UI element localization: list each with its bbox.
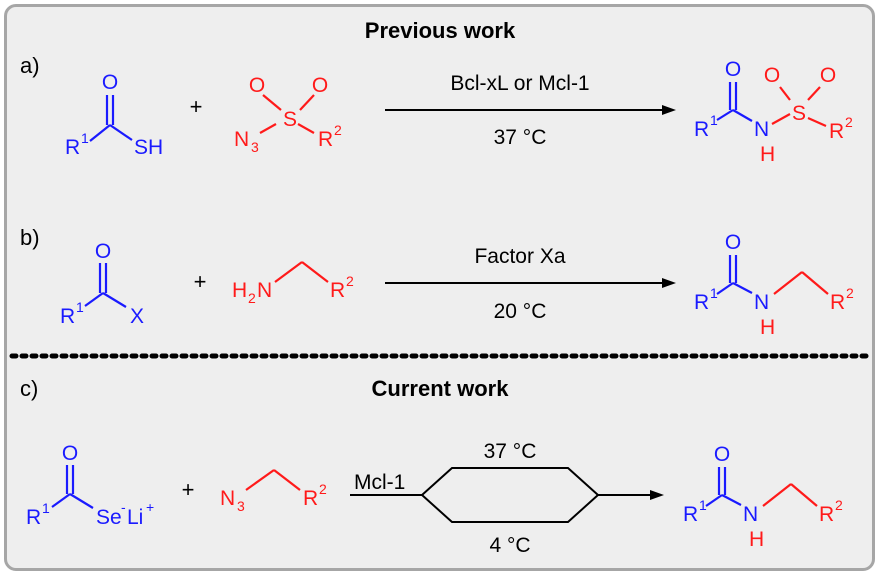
atom-r-index: 2 bbox=[334, 122, 342, 138]
atom-o: O bbox=[714, 443, 730, 466]
atom-r-index: 1 bbox=[76, 299, 84, 315]
atom-o: O bbox=[312, 74, 328, 97]
atom-r: R bbox=[683, 503, 698, 526]
reaction-arrow-b bbox=[385, 278, 676, 288]
condition-c-top: 37 °C bbox=[484, 440, 537, 463]
atom-r: R bbox=[330, 279, 345, 302]
atom-o: O bbox=[95, 240, 111, 263]
atom-x: X bbox=[130, 305, 144, 328]
atom-o: O bbox=[820, 64, 836, 87]
charge-minus: - bbox=[121, 499, 126, 515]
atom-r-index: 1 bbox=[699, 497, 707, 513]
acyl-donor-structure: O R 1 X bbox=[60, 240, 144, 328]
atom-r: R bbox=[65, 136, 80, 159]
atom-r: R bbox=[694, 118, 709, 141]
atom-r: R bbox=[830, 291, 845, 314]
temperature-split-arrow bbox=[350, 467, 664, 523]
atom-s: S bbox=[792, 102, 806, 125]
plus-sign-a: + bbox=[190, 94, 203, 119]
atom-r: R bbox=[819, 503, 834, 526]
atom-h: H bbox=[760, 143, 775, 166]
atom-n: N bbox=[257, 279, 272, 302]
amine-structure: H 2 N R 2 bbox=[232, 261, 354, 306]
atom-h: H bbox=[760, 316, 775, 339]
atom-n: N bbox=[220, 487, 235, 510]
acyl-sulfonamide-product: O R 1 N H S O O R 2 bbox=[694, 58, 853, 166]
amide-product-c: O R 1 N H R 2 bbox=[683, 443, 843, 551]
atom-h: H bbox=[232, 279, 247, 302]
plus-sign-b: + bbox=[194, 269, 207, 294]
atom-r-index: 2 bbox=[846, 285, 854, 301]
atom-r: R bbox=[318, 128, 333, 151]
charge-plus: + bbox=[146, 499, 154, 515]
atom-r-index: 2 bbox=[346, 273, 354, 289]
atom-n: N bbox=[754, 118, 769, 141]
atom-h: H bbox=[749, 528, 764, 551]
atom-n: N bbox=[743, 503, 758, 526]
atom-o: O bbox=[725, 231, 741, 254]
atom-n-index: 3 bbox=[237, 498, 245, 514]
atom-r-index: 2 bbox=[319, 481, 327, 497]
atom-r: R bbox=[694, 291, 709, 314]
condition-b: 20 °C bbox=[494, 300, 547, 323]
atom-sh: SH bbox=[134, 136, 163, 159]
atom-r-index: 1 bbox=[710, 112, 718, 128]
atom-o: O bbox=[62, 442, 78, 465]
atom-r-index: 2 bbox=[835, 497, 843, 513]
atom-r: R bbox=[303, 487, 318, 510]
condition-c-bottom: 4 °C bbox=[489, 534, 530, 557]
atom-o: O bbox=[249, 74, 265, 97]
atom-se: Se bbox=[96, 506, 122, 529]
atom-n-index: 3 bbox=[251, 139, 259, 155]
atom-r-index: 1 bbox=[42, 500, 50, 516]
atom-r: R bbox=[829, 120, 844, 143]
thioacid-structure: O R 1 SH bbox=[65, 71, 163, 159]
previous-work-title: Previous work bbox=[365, 18, 516, 43]
selenocarboxylate-structure: O R 1 Se - Li + bbox=[26, 442, 154, 529]
atom-o: O bbox=[102, 71, 118, 94]
atom-r: R bbox=[26, 506, 41, 529]
atom-o: O bbox=[764, 64, 780, 87]
atom-li: Li bbox=[127, 506, 143, 529]
atom-r-index: 1 bbox=[710, 285, 718, 301]
amide-product-b: O R 1 N H R 2 bbox=[694, 231, 854, 339]
atom-s: S bbox=[283, 108, 297, 131]
row-c-label: c) bbox=[20, 376, 38, 401]
atom-r-index: 2 bbox=[845, 114, 853, 130]
condition-a: 37 °C bbox=[494, 126, 547, 149]
reagent-a: Bcl-xL or Mcl-1 bbox=[450, 72, 589, 95]
row-a-label: a) bbox=[20, 53, 40, 78]
atom-h-index: 2 bbox=[248, 290, 256, 306]
current-work-title: Current work bbox=[372, 376, 510, 401]
atom-n: N bbox=[754, 291, 769, 314]
atom-n: N bbox=[234, 128, 249, 151]
atom-r: R bbox=[60, 305, 75, 328]
reagent-c: Mcl-1 bbox=[354, 471, 405, 494]
reaction-arrow-a bbox=[385, 105, 676, 115]
reagent-b: Factor Xa bbox=[474, 245, 565, 268]
row-b-label: b) bbox=[20, 225, 40, 250]
sulfonyl-azide-structure: O O S N 3 R 2 bbox=[234, 74, 342, 155]
alkyl-azide-structure: N 3 R 2 bbox=[220, 469, 327, 514]
atom-r-index: 1 bbox=[81, 130, 89, 146]
atom-o: O bbox=[725, 58, 741, 81]
plus-sign-c: + bbox=[182, 477, 195, 502]
